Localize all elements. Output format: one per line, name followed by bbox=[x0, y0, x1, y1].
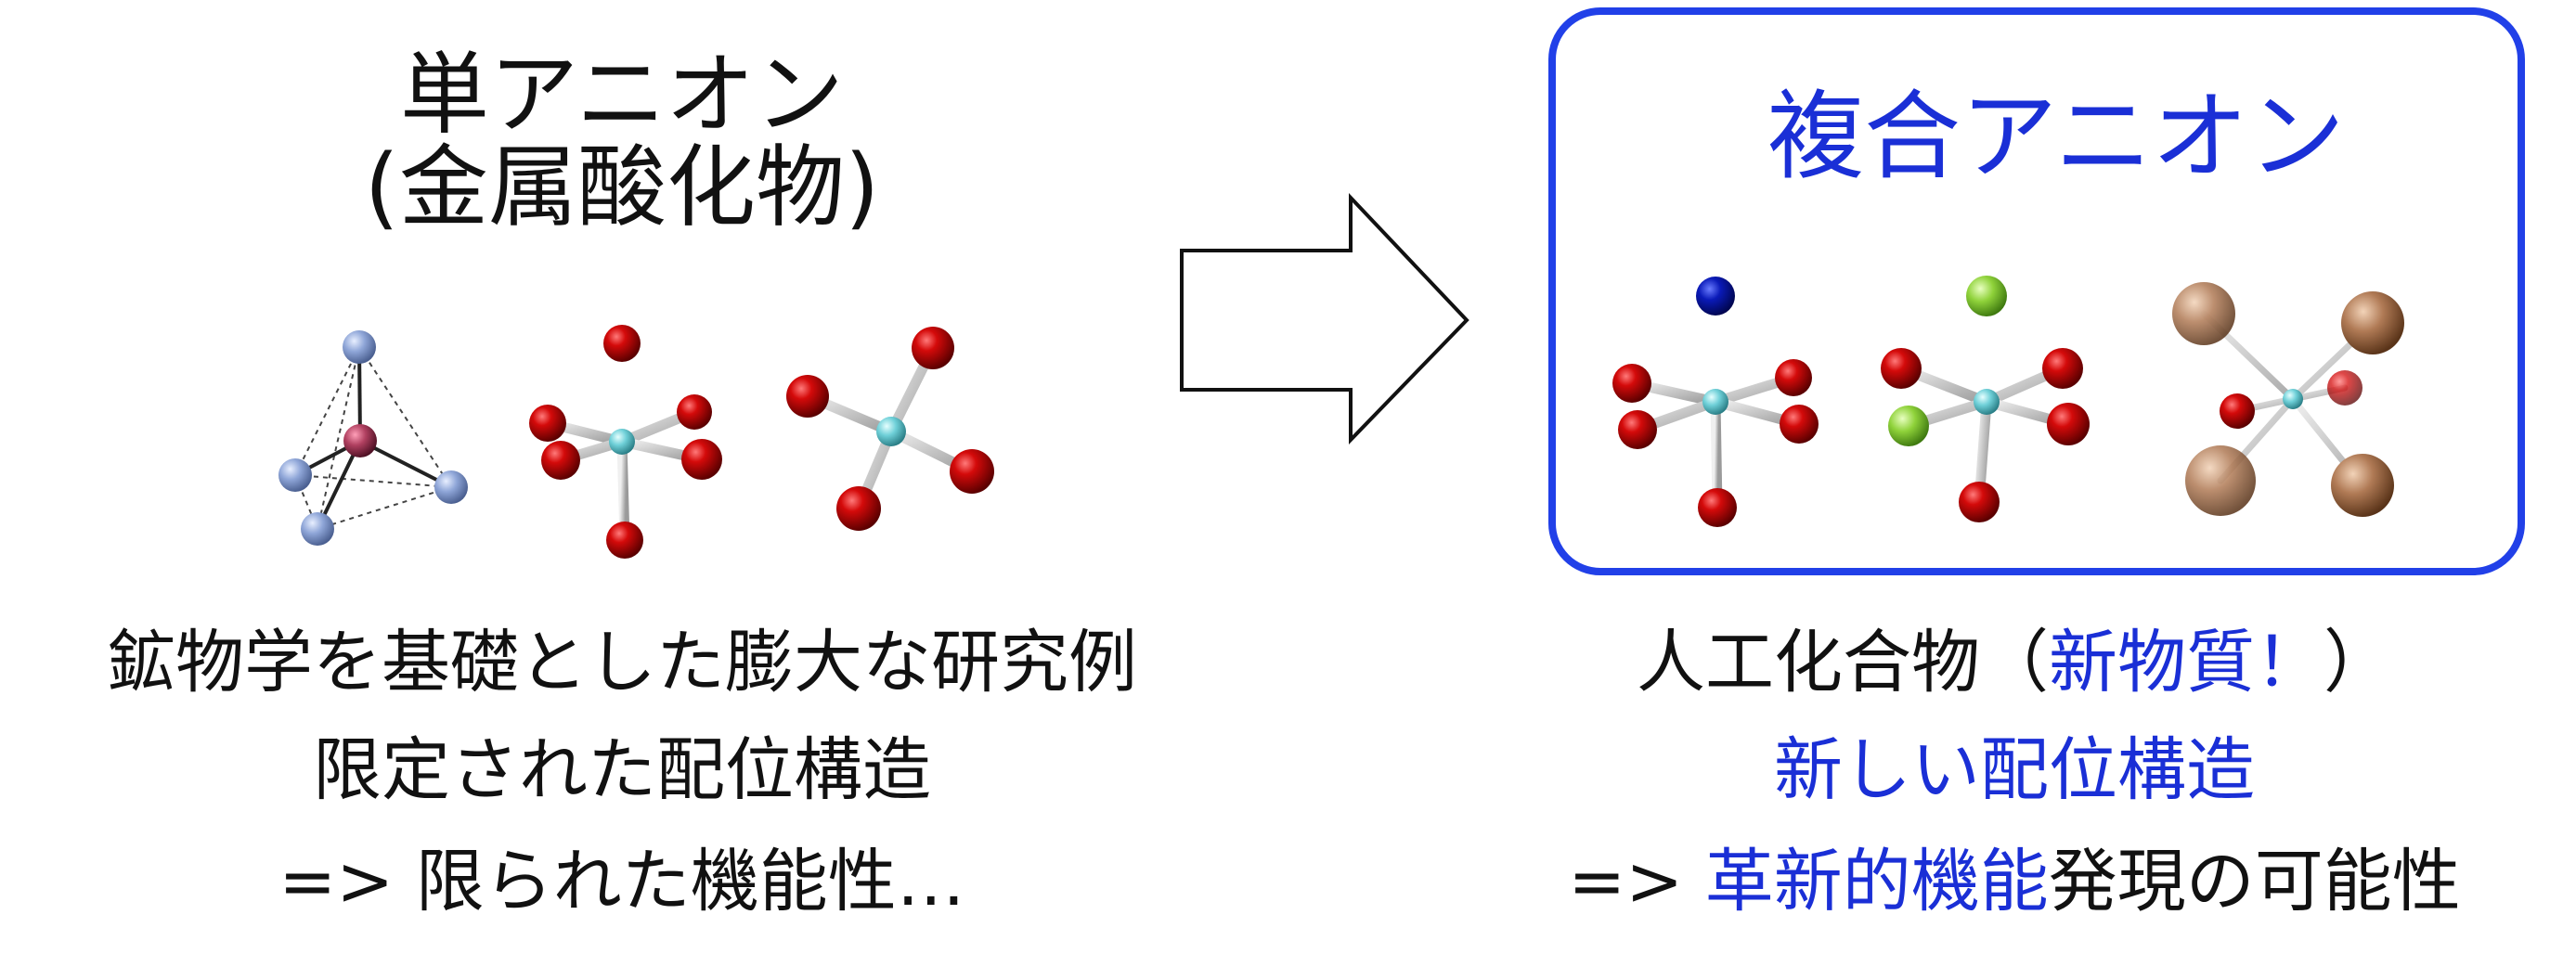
left-caption-line3: => 限られた機能性… bbox=[278, 842, 965, 921]
oxynitride-octahedral-model bbox=[1612, 277, 1819, 527]
single-anion-subtitle: (金属酸化物) bbox=[364, 135, 880, 239]
right-caption-line2: 新しい配位構造 bbox=[1774, 730, 2255, 810]
right-caption-innovative-function: 革新的機能 bbox=[1704, 842, 2049, 921]
right-caption-line1-prefix: 人工化合物（ bbox=[1637, 623, 2049, 702]
right-caption-line3-suffix: 発現の可能性 bbox=[2048, 842, 2461, 921]
left-caption-line1: 鉱物学を基礎とした膨大な研究例 bbox=[107, 623, 1137, 702]
right-caption-line3-prefix: => bbox=[1568, 842, 1705, 921]
single-anion-title: 単アニオン bbox=[399, 43, 845, 147]
octahedral-anion-model bbox=[529, 325, 722, 559]
left-caption-line2: 限定された配位構造 bbox=[313, 730, 931, 810]
mixed-anion-coordination-model bbox=[2172, 282, 2404, 517]
square-planar-anion-model bbox=[786, 327, 994, 531]
complex-anion-title: 複合アニオン bbox=[1767, 80, 2345, 193]
right-arrow-icon bbox=[1180, 192, 1469, 444]
tetrahedral-anion-model bbox=[278, 330, 468, 546]
complex-anion-panel bbox=[1548, 7, 2525, 575]
right-caption-line3: => 革新的機能発現の可能性 bbox=[1467, 843, 2562, 921]
right-caption-new-material: 新物質！ bbox=[2049, 623, 2324, 702]
right-caption-line1-suffix: ） bbox=[2324, 623, 2392, 702]
right-caption-line1: 人工化合物（新物質！） bbox=[1467, 624, 2562, 702]
oxyfluoride-octahedral-model bbox=[1881, 276, 2090, 522]
